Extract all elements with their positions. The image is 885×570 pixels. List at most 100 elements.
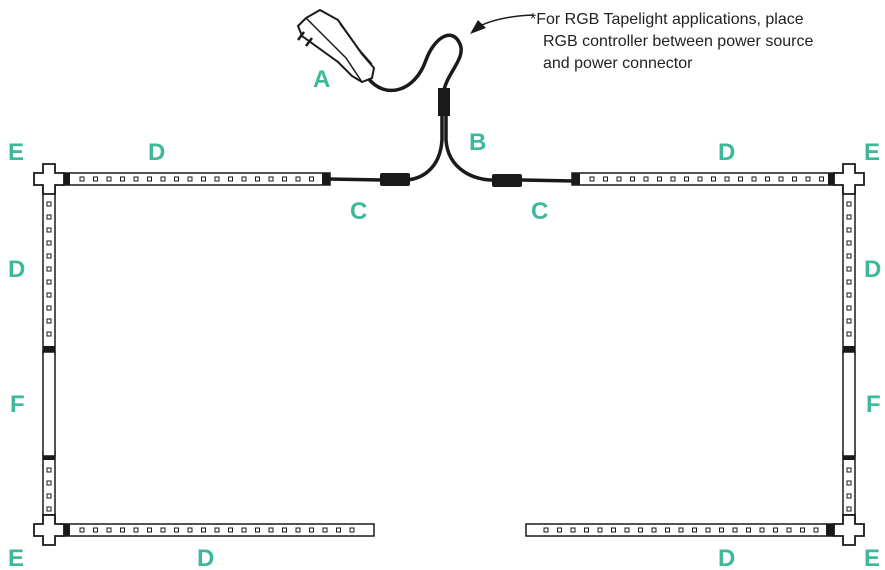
led-chip [786, 527, 792, 533]
power-cable [366, 33, 463, 93]
led-chip [759, 527, 765, 533]
flex-connector-right [842, 351, 856, 457]
led-chip [846, 318, 852, 324]
tape-strip-left-lower [42, 451, 56, 523]
led-chip [187, 176, 193, 182]
led-chip [187, 527, 193, 533]
led-chip [657, 176, 662, 182]
led-chip [651, 527, 657, 533]
connector-cable-left [327, 173, 410, 186]
led-chip [846, 214, 852, 220]
led-chip [846, 480, 852, 486]
led-chip [160, 176, 166, 182]
label-d-bottom-right: D [718, 545, 735, 570]
led-chip [557, 527, 562, 533]
led-chip [241, 527, 247, 533]
led-chip [228, 527, 233, 533]
led-chip [570, 527, 576, 533]
led-chip [697, 176, 703, 182]
led-chip [46, 279, 52, 285]
led-chip [692, 527, 697, 533]
led-chip [846, 279, 852, 285]
led-chip [174, 176, 179, 182]
led-chip [705, 527, 711, 533]
label-d-bottom-left: D [197, 545, 214, 570]
led-chip [147, 527, 152, 533]
led-chip [79, 527, 85, 533]
led-chip [106, 527, 112, 533]
led-chip [268, 176, 274, 182]
tape-strip-bottom-right [525, 523, 835, 537]
led-chip [46, 467, 52, 473]
label-a: A [313, 66, 330, 93]
led-chip [46, 305, 52, 311]
label-d-right: D [864, 256, 881, 283]
led-chip [711, 176, 716, 182]
led-chip [589, 176, 595, 182]
label-e-bottom-left: E [8, 545, 24, 570]
led-chip [846, 292, 852, 298]
connector-cable-right [492, 174, 575, 187]
label-f-right: F [866, 391, 881, 418]
led-chip [792, 176, 797, 182]
led-chip [93, 527, 98, 533]
led-chip [322, 527, 328, 533]
led-chip [214, 527, 220, 533]
tape-strip-top-left [61, 172, 331, 186]
led-chip [241, 176, 247, 182]
tape-strip-left-upper [42, 185, 56, 355]
led-chip [765, 176, 770, 182]
label-d-top-right: D [718, 139, 735, 166]
led-chip [684, 176, 689, 182]
led-chip [805, 176, 811, 182]
led-chip [630, 176, 635, 182]
led-chip [846, 266, 852, 272]
led-chip [846, 331, 852, 337]
note-line-3: and power connector [543, 55, 693, 72]
label-d-top-left: D [148, 139, 165, 166]
tape-strip-bottom-left [61, 523, 375, 537]
led-chip [309, 527, 314, 533]
led-chip [174, 527, 179, 533]
led-chip [46, 266, 52, 272]
tape-strip-right-upper [842, 185, 856, 355]
led-chip [133, 176, 139, 182]
led-chip [255, 176, 260, 182]
note-line-1: For RGB Tapelight applications, place [536, 11, 804, 28]
led-chip [738, 176, 743, 182]
led-chip [46, 214, 52, 220]
tape-strip-top-right [571, 172, 837, 186]
led-chip [46, 493, 52, 499]
flex-connector-left [42, 351, 56, 457]
led-chip [724, 176, 730, 182]
led-chip [133, 527, 139, 533]
led-chip [282, 527, 287, 533]
svg-text:*For RGB Tapelight application: *For RGB Tapelight applications, place [530, 11, 804, 28]
led-chip [336, 527, 341, 533]
led-chip [813, 527, 819, 533]
led-chip [309, 176, 314, 182]
led-chip [846, 227, 852, 233]
label-d-left: D [8, 256, 25, 283]
led-chip [147, 176, 152, 182]
label-c-left: C [350, 198, 367, 225]
label-e-bottom-right: E [864, 545, 880, 570]
corner-connector-top-left [33, 163, 65, 195]
led-chip [846, 201, 852, 207]
led-chip [611, 527, 616, 533]
led-chip [268, 527, 274, 533]
led-chip [46, 318, 52, 324]
led-chip [746, 527, 751, 533]
led-chip [46, 506, 52, 512]
led-chip [295, 176, 301, 182]
led-chip [160, 527, 166, 533]
label-f-left: F [10, 391, 25, 418]
led-chip [846, 240, 852, 246]
led-chip [643, 176, 649, 182]
led-chip [46, 331, 52, 337]
led-chip [120, 527, 125, 533]
note-arrowhead [470, 20, 486, 34]
label-c-right: C [531, 198, 548, 225]
led-chip [846, 493, 852, 499]
